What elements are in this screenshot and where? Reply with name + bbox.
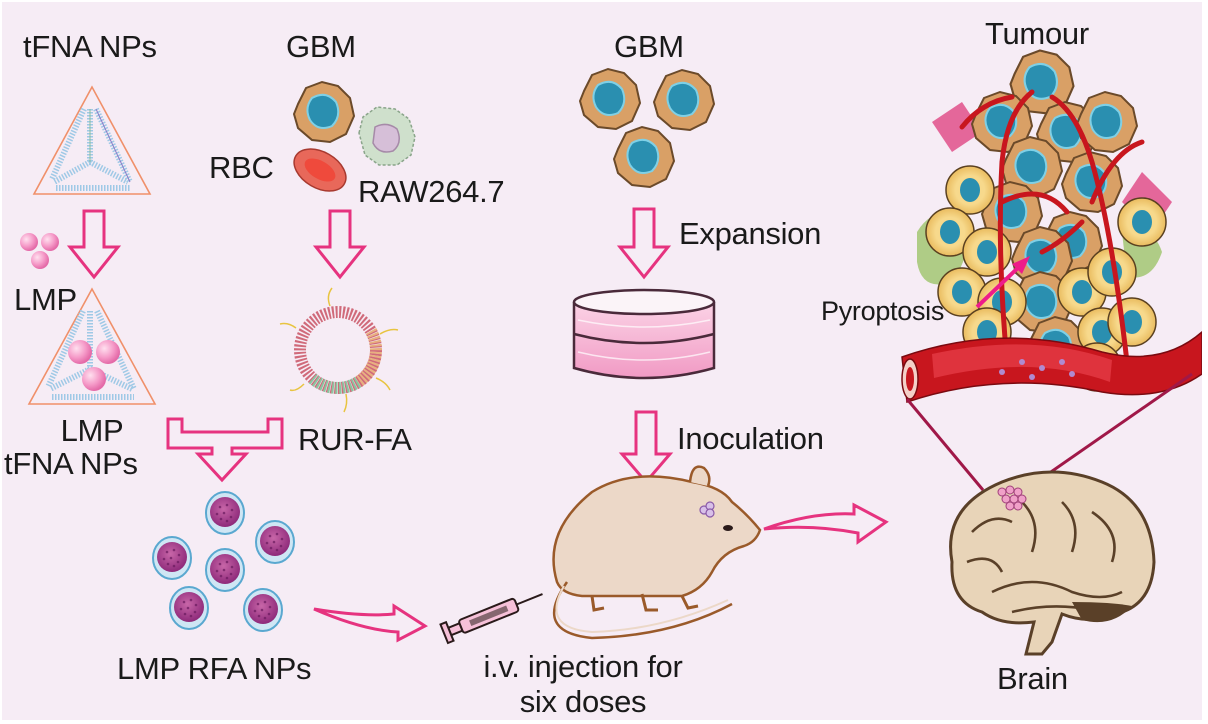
raw264-macrophage-icon [358,106,416,166]
tfna-tetrahedron-icon [32,85,152,195]
label-gbm-left: GBM [286,29,356,64]
arrow-cells-to-membrane [312,209,368,280]
culture-dish-icon [572,288,716,380]
label-tumour: Tumour [985,16,1089,51]
label-tfna-nps: tFNA NPs [23,29,157,64]
label-injection-line2: six doses [519,684,647,719]
label-injection-line1: i.v. injection for [483,649,683,684]
label-rbc: RBC [209,150,274,185]
label-lmp-rfa-nps: LMP RFA NPs [117,651,312,686]
label-lmp-tfna-line1: LMP [60,413,124,448]
lmp-nanoparticle-icon [20,233,59,269]
lmp-rfa-nanoparticle-cluster [152,491,295,632]
label-rur-fa: RUR-FA [298,422,412,457]
label-pyroptosis: Pyroptosis [821,296,945,326]
brain-icon [949,470,1156,656]
syringe-icon [439,593,543,645]
tumour-microenvironment-icon [901,49,1202,404]
label-gbm-mid: GBM [614,29,684,64]
arrow-to-brain [763,502,889,545]
lmp-tfna-nps-icon [27,287,157,405]
label-brain: Brain [997,661,1068,696]
zoom-line-left [905,398,985,491]
label-raw264: RAW264.7 [358,174,505,209]
rur-fa-membrane-vesicle-icon [279,287,399,413]
arrow-inoculation [618,410,674,485]
label-lmp: LMP [14,282,77,317]
label-inoculation: Inoculation [677,421,824,456]
pyroptosis-pointer [975,262,1024,309]
gbm-cells-group [579,68,715,188]
arrow-merge [166,417,284,483]
arrow-to-injection [313,603,428,643]
label-lmp-tfna-line2: tFNA NPs [4,446,138,481]
red-blood-cell-icon [293,148,347,192]
arrow-tfna-to-lmp [66,209,122,280]
mouse-icon [552,465,762,640]
gbm-cell-icon [293,81,355,143]
label-expansion: Expansion [679,216,822,251]
arrow-expansion [616,207,672,280]
